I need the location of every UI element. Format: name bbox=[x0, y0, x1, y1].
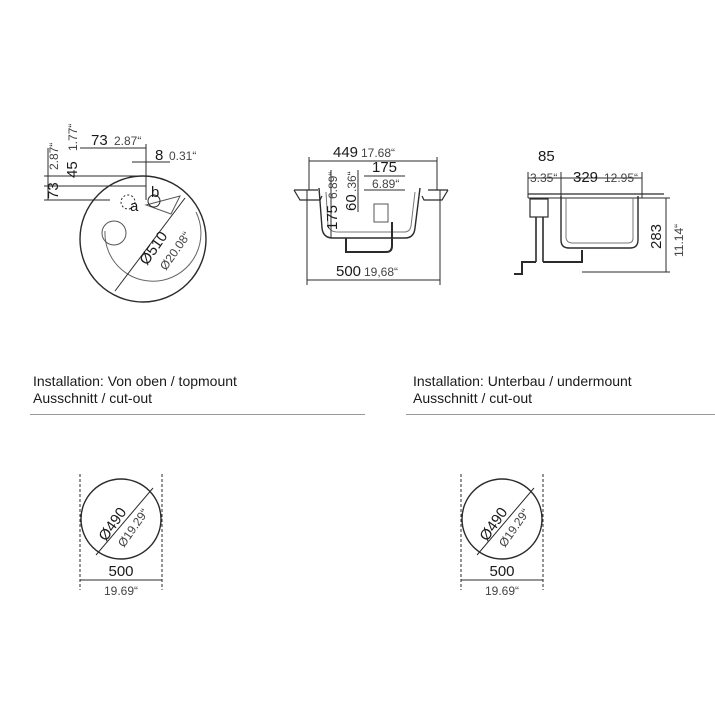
label-v60-in: .36“ bbox=[345, 171, 359, 192]
cutout-width-mm: 500 bbox=[489, 563, 514, 580]
label-500-mm: 500 bbox=[336, 263, 361, 280]
label-8-in: 0.31“ bbox=[169, 149, 196, 163]
label-175-mm: 175 bbox=[372, 159, 397, 176]
overflow-box bbox=[529, 198, 549, 218]
label-283-mm: 283 bbox=[648, 224, 665, 249]
basin-inner bbox=[325, 191, 416, 233]
label-v175-mm: 175 bbox=[324, 205, 341, 230]
bowl-inner bbox=[565, 198, 634, 244]
side-view bbox=[514, 172, 670, 275]
topmount-heading: Installation: Von oben / topmount Aussch… bbox=[33, 373, 237, 407]
cutout-circle bbox=[80, 478, 162, 560]
label-283-in: 11.14“ bbox=[672, 224, 686, 257]
label-a: a bbox=[130, 198, 139, 215]
undermount-divider bbox=[406, 414, 715, 415]
label-8-mm: 8 bbox=[155, 147, 163, 164]
label-v73-in: 2.87“ bbox=[47, 143, 61, 170]
label-v45-in: 1.77“ bbox=[66, 124, 80, 151]
undermount-heading: Installation: Unterbau / undermount Auss… bbox=[413, 373, 632, 407]
cutout-circle bbox=[461, 478, 543, 560]
drain-hole bbox=[101, 220, 127, 246]
cutout-width-in: 19.69“ bbox=[485, 584, 519, 598]
topmount-divider bbox=[30, 414, 365, 415]
top-view bbox=[44, 144, 207, 303]
label-85-mm: 85 bbox=[538, 148, 555, 165]
tap-deck bbox=[144, 195, 181, 215]
label-73-in: 2.87“ bbox=[114, 134, 141, 148]
label-v175-in: 6.89“ bbox=[326, 172, 340, 199]
rim-right bbox=[421, 189, 449, 201]
topmount-title: Installation: Von oben / topmount bbox=[33, 373, 237, 389]
label-v73: 73 bbox=[45, 182, 62, 199]
label-v60-mm: 60 bbox=[343, 194, 360, 211]
cutout-topmount bbox=[79, 474, 163, 590]
waste-fitting bbox=[373, 203, 389, 223]
cutout-diameter-line bbox=[95, 487, 154, 556]
bowl-profile bbox=[560, 196, 639, 249]
label-329-in: 12.95“ bbox=[604, 171, 638, 185]
cutout-width-in: 19.69“ bbox=[104, 584, 138, 598]
label-449-in: 17.68“ bbox=[361, 146, 395, 160]
section-view bbox=[293, 157, 449, 285]
tap-hole-b bbox=[147, 194, 161, 208]
label-175-in: 6.89“ bbox=[372, 177, 399, 191]
topmount-subtitle: Ausschnitt / cut-out bbox=[33, 390, 153, 406]
drain-pipe bbox=[345, 222, 393, 253]
trap-pipe bbox=[514, 250, 583, 275]
diameter-line bbox=[114, 197, 186, 292]
basin-profile bbox=[318, 187, 421, 239]
label-b: b bbox=[151, 184, 159, 201]
label-73-mm: 73 bbox=[91, 132, 108, 149]
label-v45: 45 bbox=[64, 161, 81, 178]
sink-bowl-outline bbox=[104, 211, 202, 282]
cutout-width-mm: 500 bbox=[108, 563, 133, 580]
cutout-undermount bbox=[460, 474, 544, 590]
tap-hole-a bbox=[120, 194, 136, 210]
rim-left bbox=[293, 189, 323, 201]
cutout-diameter-line bbox=[476, 487, 535, 556]
label-329-mm: 329 bbox=[573, 169, 598, 186]
label-500-in: 19,68“ bbox=[364, 265, 398, 279]
label-449-mm: 449 bbox=[333, 144, 358, 161]
undermount-title: Installation: Unterbau / undermount bbox=[413, 373, 632, 389]
undermount-subtitle: Ausschnitt / cut-out bbox=[413, 390, 533, 406]
label-85-in: 3.35“ bbox=[530, 171, 557, 185]
